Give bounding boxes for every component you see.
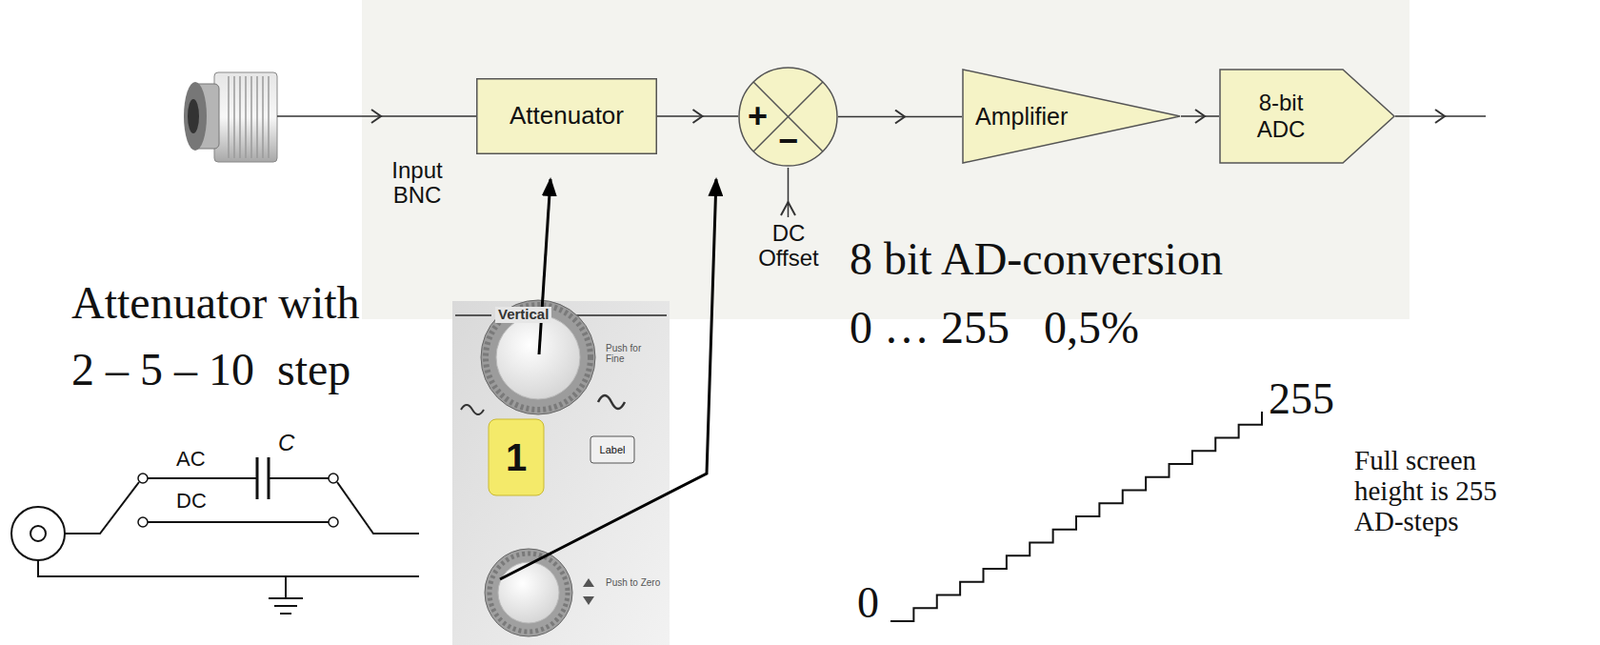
offset-wire (787, 167, 790, 218)
capacitor-symbol (257, 457, 269, 500)
panel-note: Push for Fine (605, 342, 661, 364)
switch-contact (138, 517, 148, 527)
component-label: C (278, 430, 295, 456)
switch-label: DC (176, 489, 207, 513)
box-outline (477, 79, 658, 155)
switch-blade (337, 481, 420, 534)
switch-contact (328, 473, 339, 483)
node-text: 8-bit ADC (1236, 89, 1327, 142)
knob-rim (484, 548, 573, 637)
triangle-outline (962, 69, 1180, 163)
down-triangle (582, 596, 595, 605)
pentagon-outline (1220, 69, 1395, 163)
note-text: 8 bit AD-conversion (849, 234, 1223, 285)
connector-face (183, 81, 207, 151)
input-wire (277, 115, 477, 118)
node-text: Amplifier (975, 102, 1068, 131)
label-button (590, 436, 635, 463)
amplifier-triangle: Amplifier (961, 68, 1181, 164)
note-text: 0 … 255 0,5% (849, 302, 1140, 354)
input-label: DC Offset (745, 220, 832, 272)
coupling-switch (11, 457, 420, 614)
attenuator-box: Attenuator (476, 78, 658, 155)
knob-ridges (485, 304, 591, 410)
channel-button (488, 419, 544, 496)
connector-ridges (228, 76, 269, 159)
bnc-symbol (11, 506, 65, 560)
switch-label: AC (176, 447, 206, 471)
front-panel (452, 300, 670, 645)
node-text: + (747, 99, 768, 134)
button-label: Label (590, 436, 635, 463)
background-band (361, 0, 1410, 320)
adc-staircase (890, 411, 1262, 621)
connector-hole (187, 99, 200, 134)
circle-outline (739, 67, 838, 166)
knob-rim (480, 300, 596, 415)
scale-value: 0 (857, 579, 880, 628)
wave-symbol (598, 395, 625, 409)
pointer-arrow (539, 179, 551, 355)
knob-cap (496, 315, 580, 400)
channel-number: 1 (488, 419, 544, 496)
connector-body (214, 72, 278, 162)
pointer-arrow (500, 179, 717, 580)
output-wire (1395, 115, 1486, 118)
knob-cap (498, 561, 560, 623)
summing-circle: +− (738, 66, 839, 167)
signal-connector (1180, 115, 1220, 118)
switch-contact (138, 473, 148, 483)
up-triangle (582, 578, 595, 587)
note-text: Full screen height is 255 AD-steps (1354, 445, 1550, 538)
signal-connector (657, 115, 739, 118)
offset-chevron (780, 201, 796, 216)
scale-value: 255 (1268, 375, 1335, 424)
note-text: Attenuator with (71, 278, 360, 329)
node-shape (1219, 68, 1396, 164)
node-text: Attenuator (509, 101, 624, 131)
node-text: − (778, 123, 799, 159)
bnc-connector (183, 72, 278, 162)
note-text: 2 – 5 – 10 step (71, 344, 351, 396)
panel-header: Vertical (495, 306, 552, 323)
panel-note: Push to Zero (605, 577, 661, 588)
switch-wire (147, 478, 329, 522)
signal-connector (838, 116, 962, 119)
switch-contact (328, 517, 339, 527)
port-label: Input BNC (377, 158, 458, 209)
ground-symbol (268, 598, 303, 614)
bnc-symbol (30, 525, 46, 541)
switch-blade (64, 481, 140, 534)
ground-wire (38, 560, 420, 599)
adc-pentagon: 8-bit ADC (1219, 68, 1396, 164)
wave-symbol (460, 404, 484, 415)
panel-ground (452, 300, 670, 645)
